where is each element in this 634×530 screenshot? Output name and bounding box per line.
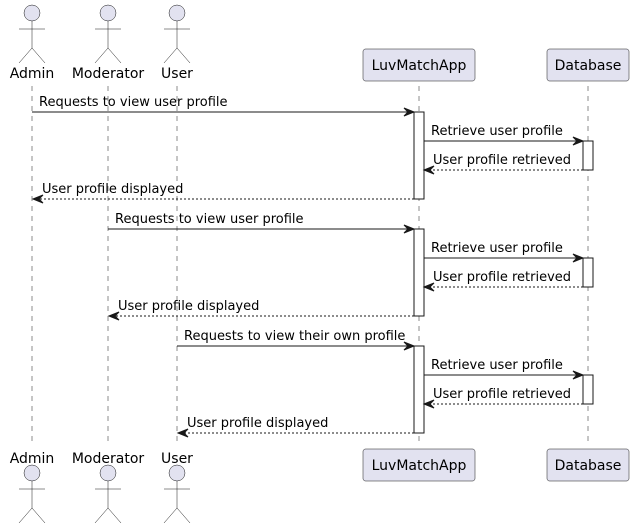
actor-label-user: User (161, 451, 193, 467)
activation-bar-app (413, 228, 425, 317)
actor-admin: Admin (10, 4, 55, 82)
message-8: User profile displayed (107, 299, 414, 321)
message-2: Retrieve user profile (424, 124, 585, 146)
participant-box-db: Database (546, 448, 630, 482)
arrowhead-icon (176, 428, 189, 438)
actor-head-icon (99, 464, 117, 482)
actor-admin: Admin (10, 451, 55, 524)
participant-box-db: Database (546, 48, 630, 82)
message-4: User profile displayed (31, 182, 414, 204)
message-label: Retrieve user profile (431, 124, 563, 139)
activation-bar-db (582, 140, 594, 171)
actor-label-moderator: Moderator (72, 66, 145, 82)
message-3: User profile retrieved (422, 153, 583, 175)
participant-label-db: Database (555, 458, 622, 474)
participants: AdminAdminModeratorModeratorUserUserLuvM… (10, 4, 630, 524)
message-label: Retrieve user profile (431, 241, 563, 256)
actor-leg-icon (18, 47, 33, 64)
actor-leg-icon (31, 47, 46, 64)
arrowhead-icon (572, 253, 585, 263)
activation-bar-app (413, 111, 425, 200)
arrowhead-icon (422, 399, 435, 409)
message-label: User profile retrieved (433, 153, 571, 168)
arrowhead-icon (422, 165, 435, 175)
actor-leg-icon (163, 47, 178, 64)
participant-label-app: LuvMatchApp (372, 458, 467, 474)
actor-head-icon (168, 464, 186, 482)
actor-leg-icon (163, 507, 178, 524)
arrowhead-icon (422, 282, 435, 292)
actor-head-icon (168, 4, 186, 22)
actor-label-user: User (161, 66, 193, 82)
arrowhead-icon (572, 370, 585, 380)
actor-head-icon (99, 4, 117, 22)
participant-rect (546, 448, 630, 482)
participant-rect (546, 48, 630, 82)
actor-label-moderator: Moderator (72, 451, 145, 467)
message-label: User profile displayed (187, 416, 328, 431)
actor-leg-icon (176, 507, 191, 524)
message-10: Retrieve user profile (424, 358, 585, 380)
message-5: Requests to view user profile (108, 212, 416, 234)
message-label: Requests to view their own profile (184, 329, 405, 344)
actor-leg-icon (18, 507, 33, 524)
actor-leg-icon (107, 507, 122, 524)
activation-bars (413, 111, 594, 434)
actor-user: User (161, 451, 193, 524)
actor-leg-icon (176, 47, 191, 64)
message-9: Requests to view their own profile (177, 329, 416, 351)
actor-moderator: Moderator (72, 451, 145, 524)
message-label: User profile displayed (118, 299, 259, 314)
message-7: User profile retrieved (422, 270, 583, 292)
actor-leg-icon (94, 47, 109, 64)
actor-head-icon (23, 4, 41, 22)
message-label: Requests to view user profile (115, 212, 304, 227)
message-6: Retrieve user profile (424, 241, 585, 263)
message-label: User profile displayed (42, 182, 183, 197)
actor-label-admin: Admin (10, 451, 55, 467)
message-label: User profile retrieved (433, 270, 571, 285)
activation-bar-app (413, 345, 425, 434)
message-label: Retrieve user profile (431, 358, 563, 373)
participant-label-db: Database (555, 58, 622, 74)
arrowhead-icon (403, 224, 416, 234)
actor-head-icon (23, 464, 41, 482)
actor-leg-icon (31, 507, 46, 524)
arrowhead-icon (403, 341, 416, 351)
message-11: User profile retrieved (422, 387, 583, 409)
participant-rect (362, 448, 476, 482)
arrowhead-icon (403, 107, 416, 117)
actor-leg-icon (94, 507, 109, 524)
participant-label-app: LuvMatchApp (372, 58, 467, 74)
activation-bar-db (582, 374, 594, 405)
arrowhead-icon (572, 136, 585, 146)
message-1: Requests to view user profile (32, 95, 416, 117)
arrowhead-icon (31, 194, 44, 204)
message-label: User profile retrieved (433, 387, 571, 402)
message-12: User profile displayed (176, 416, 414, 438)
participant-box-app: LuvMatchApp (362, 448, 476, 482)
actor-label-admin: Admin (10, 66, 55, 82)
message-label: Requests to view user profile (39, 95, 228, 110)
participant-box-app: LuvMatchApp (362, 48, 476, 82)
activation-bar-db (582, 257, 594, 288)
actor-moderator: Moderator (72, 4, 145, 82)
actor-user: User (161, 4, 193, 82)
participant-rect (362, 48, 476, 82)
actor-leg-icon (107, 47, 122, 64)
arrowhead-icon (107, 311, 120, 321)
